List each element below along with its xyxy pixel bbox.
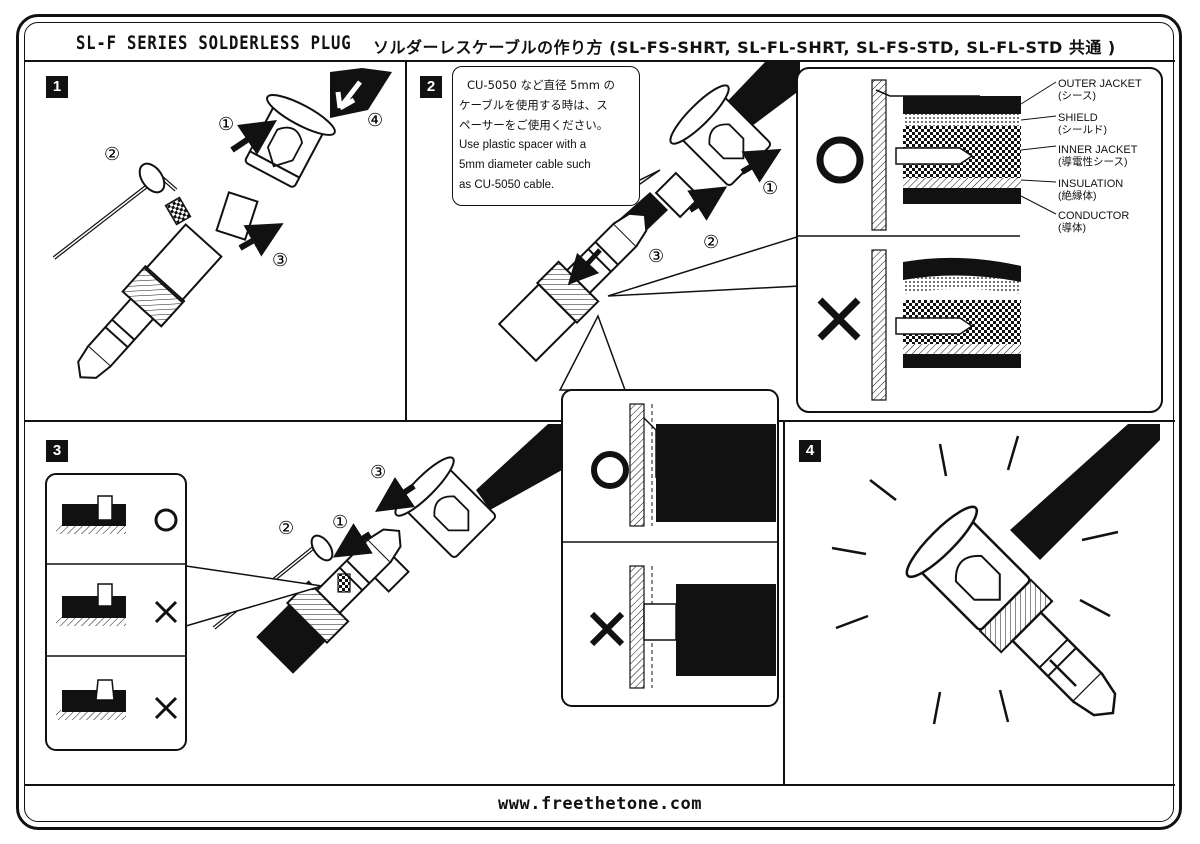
step-3-illustration: ① ② ③ (185, 424, 562, 674)
detail-ng-mark (817, 297, 861, 341)
step-4-badge: 4 (799, 440, 821, 462)
step-1-screw (164, 196, 192, 226)
note-en-line-1: Use plastic spacer with a (459, 139, 587, 151)
inner-frame (24, 22, 1174, 822)
step-4-cable (1010, 424, 1160, 560)
marker-1: ① (218, 114, 234, 135)
step-3-marker-2: ② (278, 518, 294, 539)
footer-url[interactable]: www.freethetone.com (498, 794, 702, 814)
step-2-illustration: ① ② ③ (497, 62, 801, 391)
label-insulation: INSULATION(絶縁体) (1058, 178, 1124, 202)
note-jp-line-1: CU-5050 など直径 5mm の (467, 78, 616, 92)
note-jp-line-3: ペーサーをご使用ください。 (459, 118, 609, 132)
column-divider-bottom (783, 421, 785, 784)
step-3-marker-3: ③ (370, 462, 386, 483)
label-outer-jacket: OUTER JACKET(シース) (1058, 78, 1142, 102)
header-divider (25, 60, 1175, 62)
page-subtitle: ソルダーレスケーブルの作り方 (SL-FS-SHRT, SL-FL-SHRT, … (373, 38, 1116, 57)
step-2-marker-3: ③ (648, 246, 664, 267)
step-4-sparkle-lines (831, 435, 1119, 725)
detail-ok-wall (871, 79, 887, 231)
page-title: SL-F SERIES SOLDERLESS PLUG (76, 32, 352, 54)
marker-2: ② (104, 144, 120, 165)
step-1-spacer (215, 191, 259, 241)
detail-ok-mark (816, 136, 864, 184)
step-3-arrow-3 (375, 477, 416, 512)
cable-detail-box (796, 67, 1163, 413)
arrow-3 (238, 223, 284, 257)
marker-4: ④ (367, 110, 383, 131)
label-conductor: CONDUCTOR(導体) (1058, 210, 1130, 234)
spacer-detail-box (561, 389, 779, 707)
label-inner-jacket: INNER JACKET(導電性シース) (1058, 144, 1138, 168)
spacer-note: CU-5050 など直径 5mm の ケーブルを使用する時は、ス ペーサーをご使… (452, 66, 640, 206)
arrow-1 (230, 120, 277, 155)
screw-ok-mark (154, 508, 178, 532)
arrow-4 (335, 80, 362, 111)
column-divider-top (405, 61, 407, 420)
step-3-plug-cap (394, 456, 497, 559)
spacer-ng-mark (589, 611, 625, 647)
step-2-plug-body (497, 212, 648, 363)
step-1-badge: 1 (46, 76, 68, 98)
detail-ng-wall (871, 249, 887, 401)
step-2-badge: 2 (420, 76, 442, 98)
screw-ng-mark-2 (154, 696, 178, 720)
note-en-line-3: as CU-5050 cable. (459, 179, 555, 191)
step-3-marker-1: ① (332, 512, 348, 533)
screw-detail-box (45, 473, 187, 751)
step-3-plug-body (256, 528, 402, 674)
marker-3: ③ (272, 250, 288, 271)
label-shield: SHIELD(シールド) (1058, 112, 1107, 136)
spacer-ok-mark (591, 451, 629, 489)
step-1-plug-body (77, 223, 223, 379)
note-en-line-2: 5mm diameter cable such (459, 159, 591, 171)
step-2-marker-1: ① (762, 178, 778, 199)
screw-ng-mark-1 (154, 600, 178, 624)
step-4-illustration (831, 424, 1160, 725)
step-2-arrow-2 (687, 186, 728, 221)
step-2-marker-2: ② (703, 232, 719, 253)
step-3-cable (476, 424, 562, 510)
step-3-badge: 3 (46, 440, 68, 462)
step-2-arrow-1 (740, 148, 782, 183)
step-2-arrow-down (567, 248, 602, 286)
step-1-screw-head (138, 162, 166, 194)
step-3-arrow-1 (332, 523, 373, 558)
footer-divider (25, 784, 1175, 786)
step-4-plug (905, 505, 1117, 717)
step-1-illustration: ① ② ③ ④ (52, 68, 392, 379)
outer-frame (16, 14, 1182, 830)
note-jp-line-2: ケーブルを使用する時は、ス (459, 98, 608, 112)
